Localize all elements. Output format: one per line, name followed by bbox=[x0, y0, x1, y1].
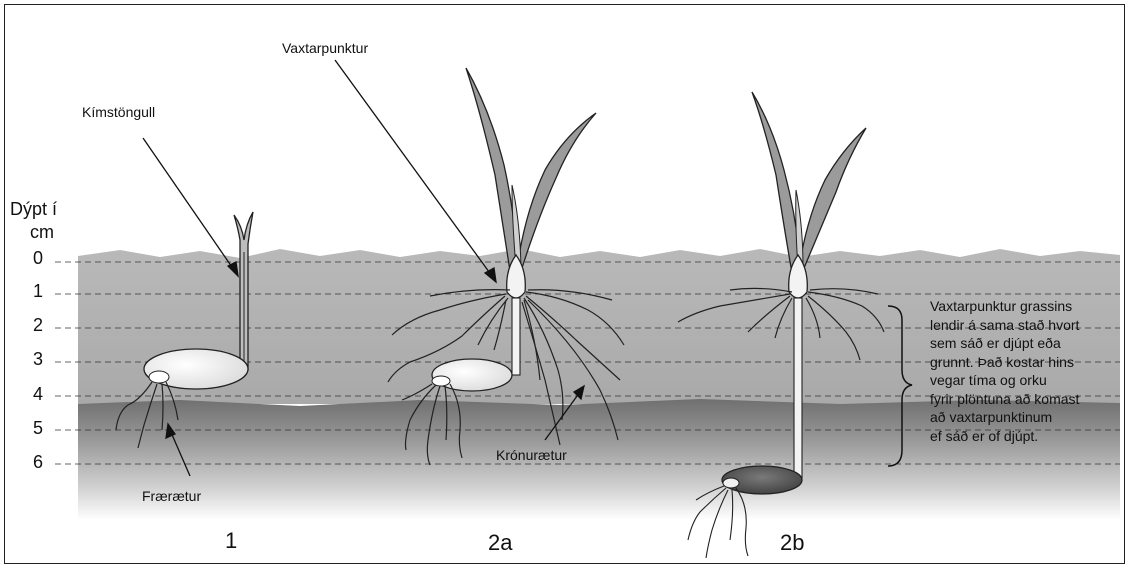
depth-tick-6: 6 bbox=[33, 452, 43, 473]
stage-label-1: 1 bbox=[225, 528, 237, 554]
seed-1-embryo bbox=[149, 371, 169, 383]
note-line: lendir á sama stað hvort bbox=[930, 316, 1125, 335]
explanatory-note: Vaxtarpunktur grassins lendir á sama sta… bbox=[930, 297, 1125, 445]
stage-label-2a: 2a bbox=[488, 530, 512, 556]
note-line: fyrir plöntuna að komast bbox=[930, 390, 1125, 409]
note-line: Vaxtarpunktur grassins bbox=[930, 297, 1125, 316]
depth-axis-title-line1: Dýpt í bbox=[10, 199, 57, 220]
label-crown-roots: Krónurætur bbox=[496, 447, 567, 463]
depth-axis-title-line2: cm bbox=[30, 222, 54, 243]
label-coleoptile: Kímstöngull bbox=[82, 104, 155, 120]
note-line: grunnt. Það kostar hins bbox=[930, 353, 1125, 372]
note-line: að vaxtarpunktinum bbox=[930, 408, 1125, 427]
label-seminal-roots: Frærætur bbox=[142, 488, 201, 504]
note-line: sem sáð er djúpt eða bbox=[930, 334, 1125, 353]
note-line: ef sáð er of djúpt. bbox=[930, 427, 1125, 446]
stage-label-2b: 2b bbox=[780, 530, 804, 556]
depth-tick-0: 0 bbox=[33, 248, 43, 269]
note-line: vegar tíma og orku bbox=[930, 371, 1125, 390]
label-growing-point: Vaxtarpunktur bbox=[282, 40, 368, 56]
depth-tick-1: 1 bbox=[33, 281, 43, 302]
depth-tick-2: 2 bbox=[33, 315, 43, 336]
depth-tick-5: 5 bbox=[33, 418, 43, 439]
depth-tick-4: 4 bbox=[33, 384, 43, 405]
depth-tick-3: 3 bbox=[33, 349, 43, 370]
